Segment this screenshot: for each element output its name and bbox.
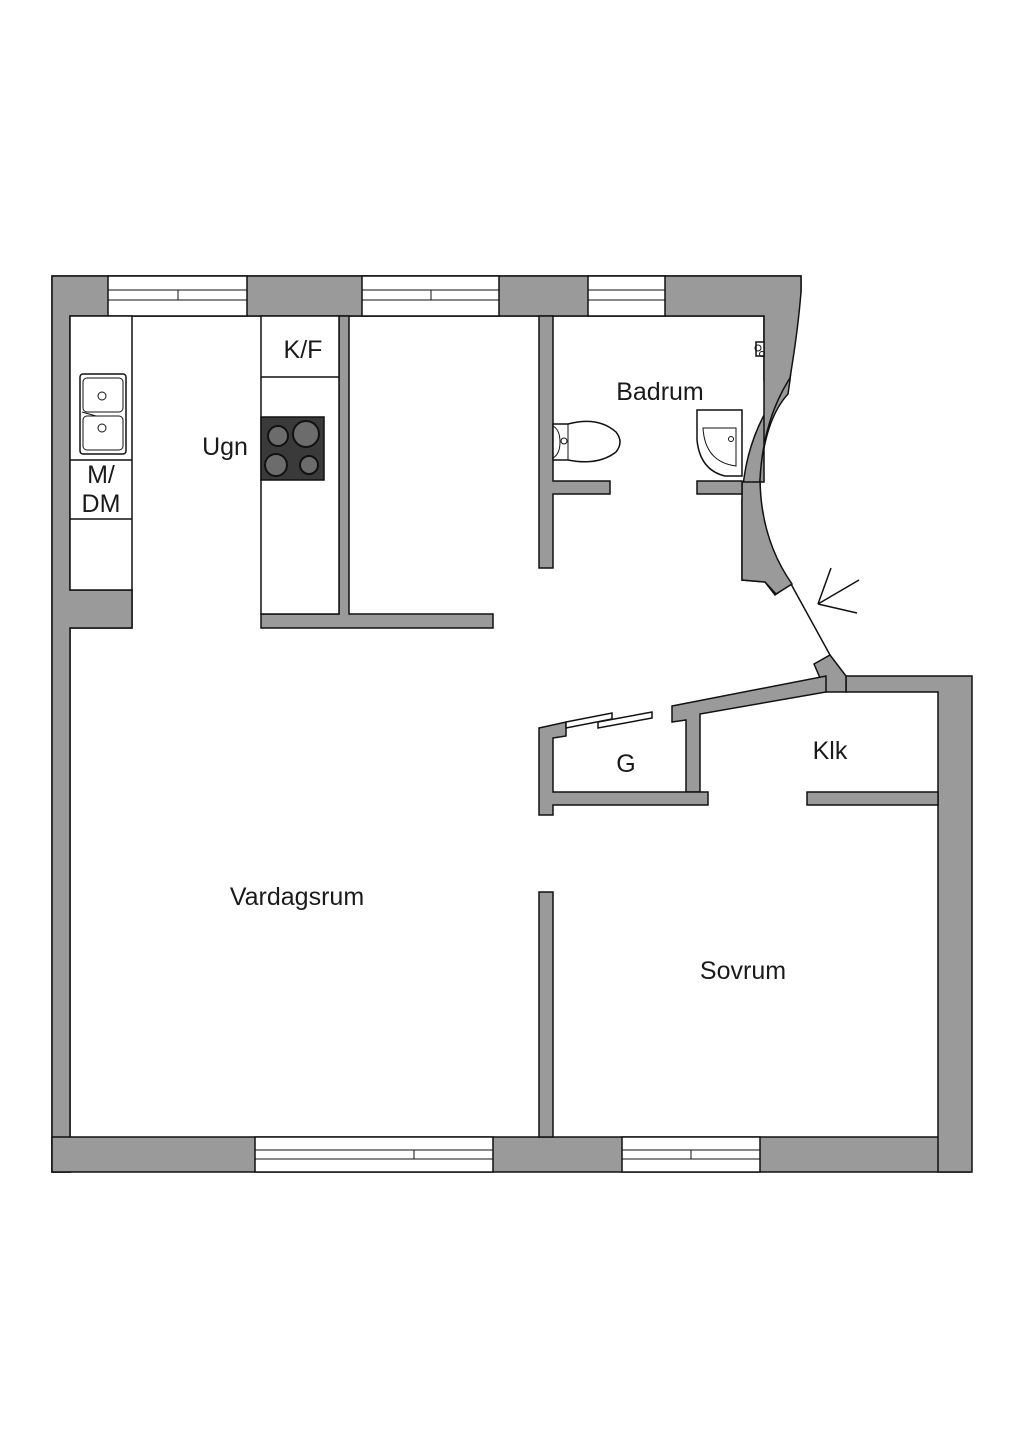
wardrobe-sliding-door bbox=[565, 711, 653, 729]
wardrobe-wall bbox=[538, 721, 709, 816]
window-kitchen bbox=[107, 275, 248, 317]
window-living bbox=[254, 1136, 494, 1173]
label-dm: DM bbox=[82, 490, 121, 518]
window-room-top bbox=[361, 275, 500, 317]
faucet-icon bbox=[754, 341, 765, 357]
label-sovrum: Sovrum bbox=[700, 957, 786, 985]
label-ugn: Ugn bbox=[202, 433, 248, 461]
bathroom-right-wall bbox=[696, 480, 743, 495]
sink-icon bbox=[79, 373, 127, 455]
outer-wall-bottom bbox=[51, 1136, 971, 1173]
label-g: G bbox=[616, 750, 635, 778]
washbasin-icon bbox=[696, 409, 743, 477]
entrance-door bbox=[790, 583, 831, 656]
bathroom-left-wall bbox=[538, 315, 611, 569]
bedroom-top-wall bbox=[806, 791, 939, 806]
label-badrum: Badrum bbox=[616, 378, 704, 406]
label-vardagsrum: Vardagsrum bbox=[230, 883, 364, 911]
window-bathroom bbox=[587, 275, 666, 317]
entrance-arrow-icon bbox=[817, 567, 860, 614]
window-bedroom bbox=[621, 1136, 761, 1173]
label-klk: Klk bbox=[813, 737, 848, 765]
label-m: M/ bbox=[87, 461, 115, 489]
bedroom-divider-wall bbox=[538, 891, 554, 1138]
toilet-icon bbox=[552, 420, 621, 463]
closet-top-wall bbox=[671, 675, 827, 793]
label-kf: K/F bbox=[284, 336, 323, 364]
outer-wall-right bbox=[845, 675, 973, 1173]
outer-wall-top-clean bbox=[51, 275, 802, 1173]
stove-icon bbox=[260, 416, 325, 481]
